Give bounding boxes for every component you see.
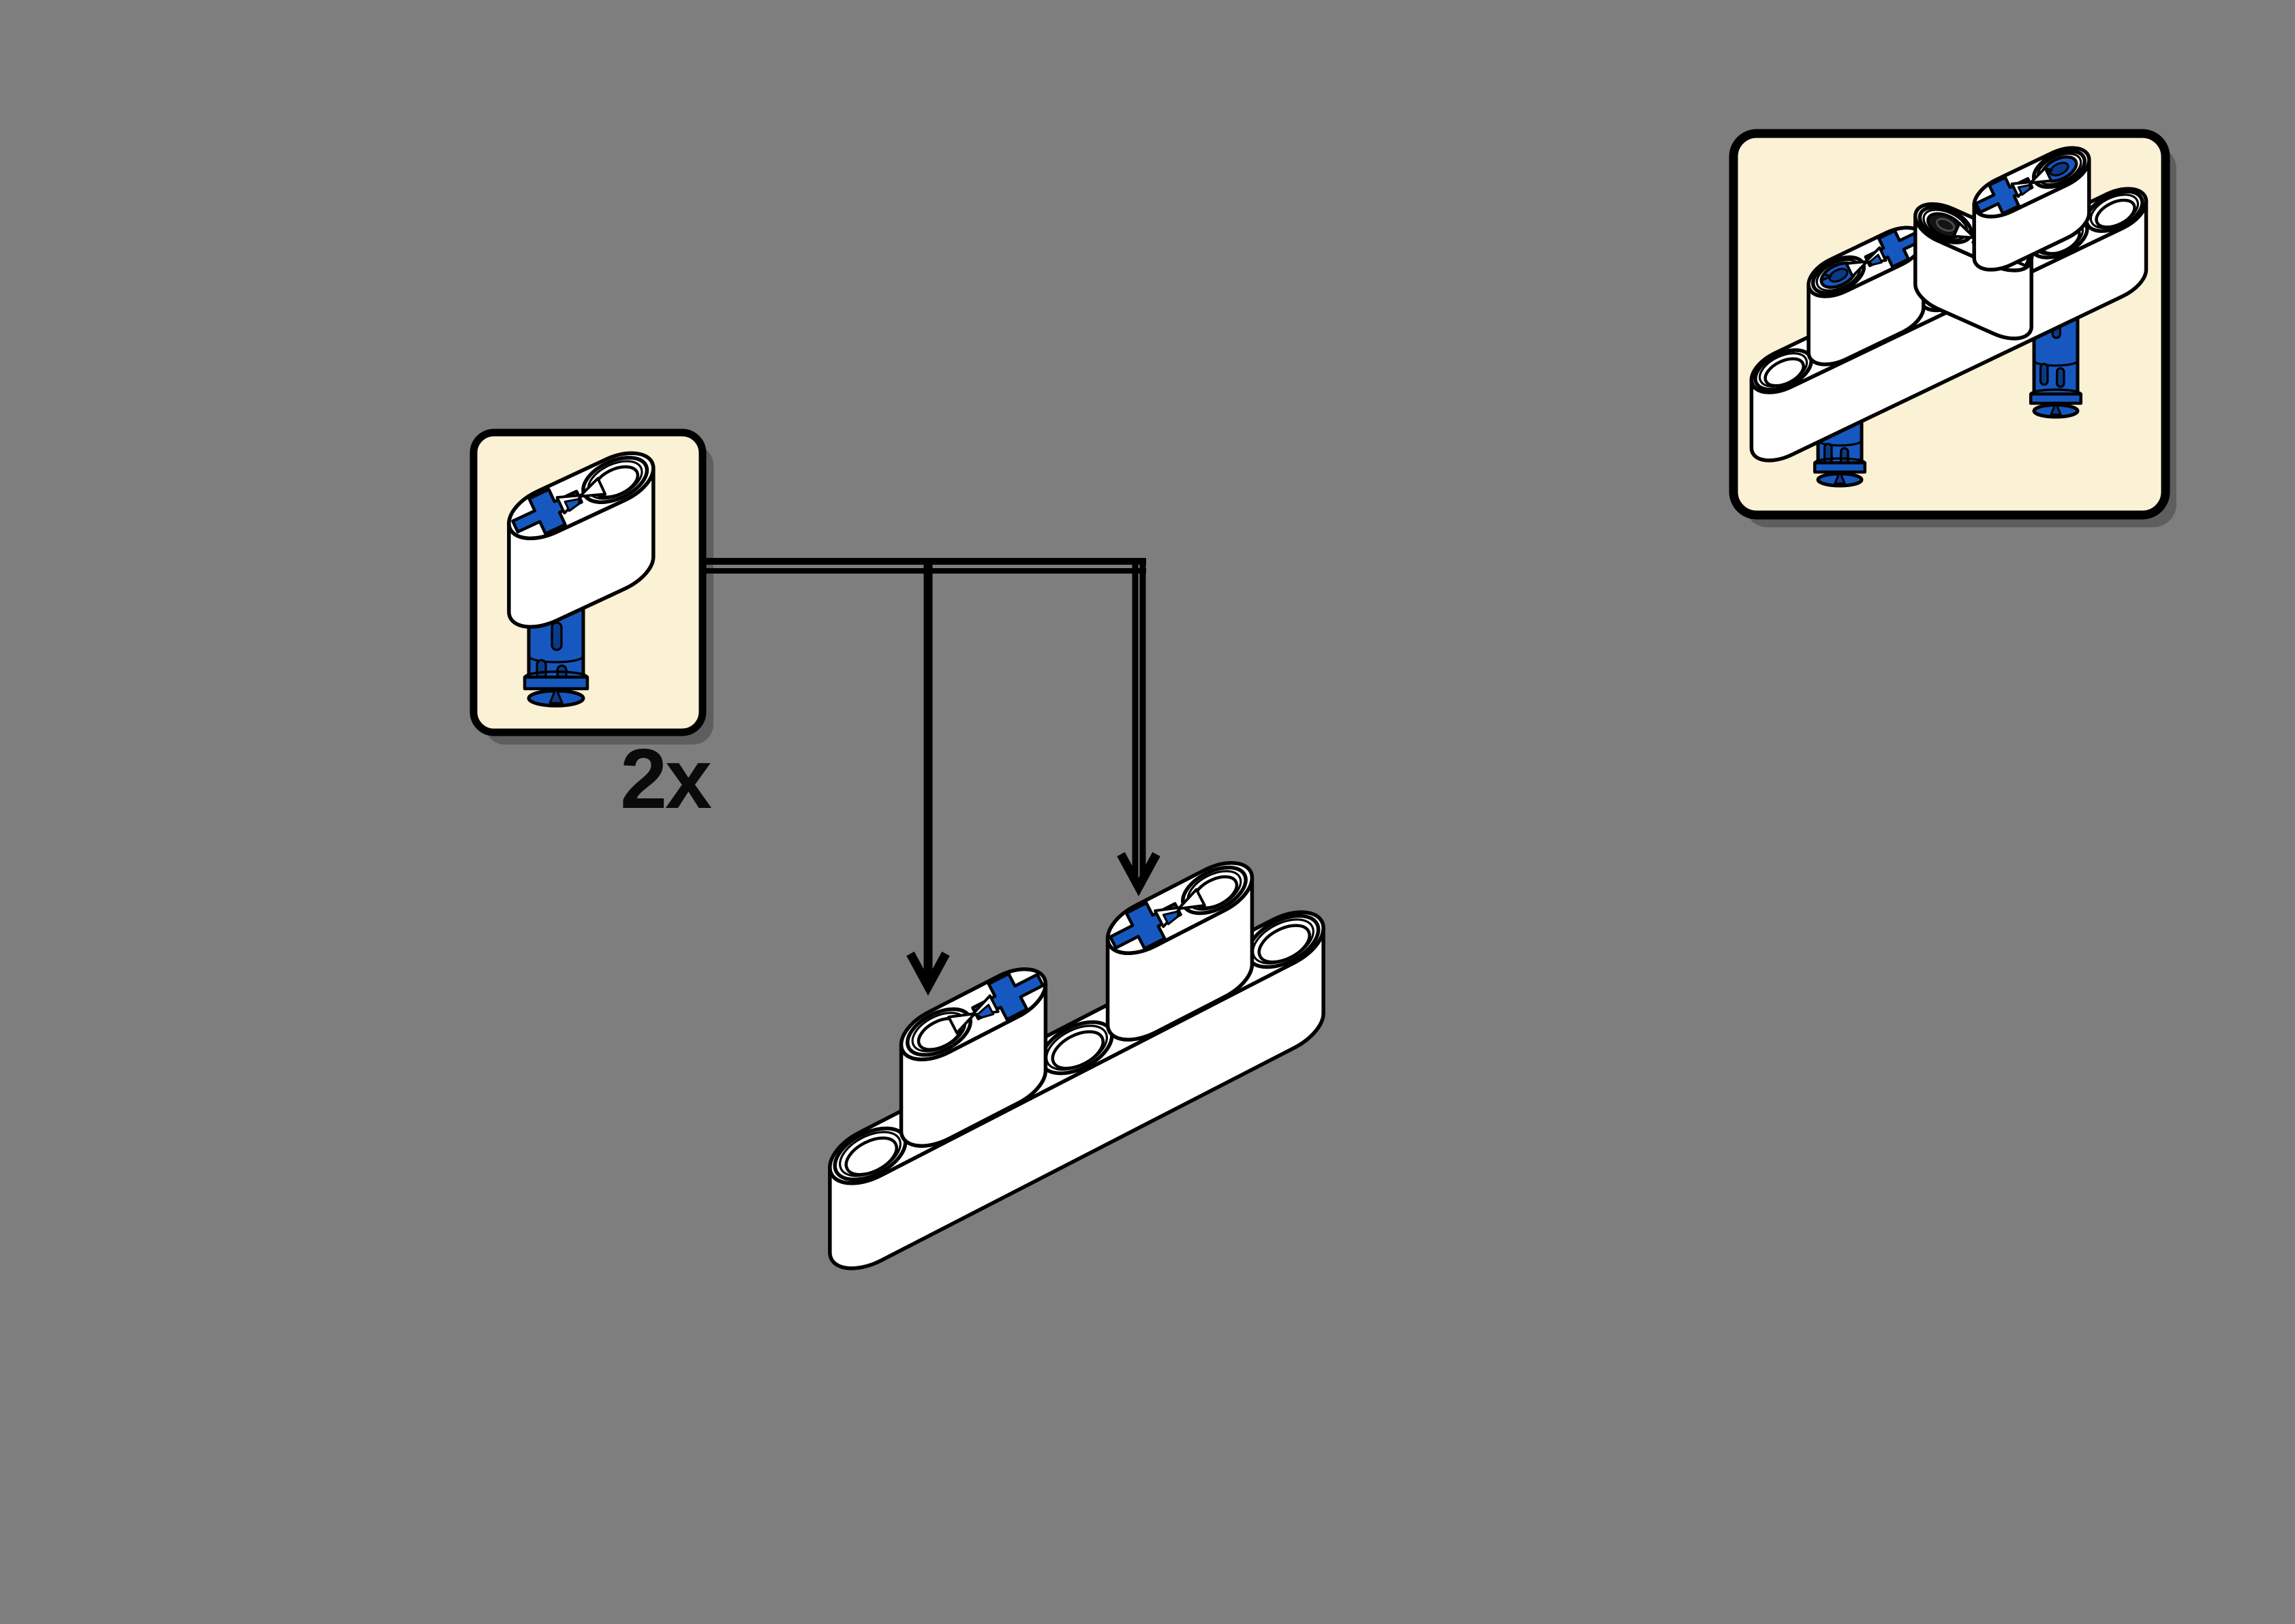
preview-blue-pin-1-flange-rim — [1815, 458, 1865, 463]
callout-blue-axle-pin-tip-slit — [550, 688, 562, 703]
preview-liftarm-2-notch-a — [1954, 223, 1977, 245]
placed-liftarm-1 — [857, 958, 1090, 1157]
callout-white-liftarm-notch-b — [576, 478, 605, 504]
submodel-preview-assembly — [1718, 140, 2180, 486]
preview-white-beam-7-hole-1-bore — [1761, 354, 1807, 392]
preview-blue-pin-2-seam — [2034, 360, 2078, 365]
preview-liftarm-1-pin-hole-pin-slit — [1819, 272, 1831, 281]
placed-liftarm-2 — [1064, 852, 1296, 1051]
submodel-preview — [1718, 129, 2180, 527]
quantity-label: 2x — [620, 732, 712, 826]
callout-blue-axle-pin — [525, 602, 587, 706]
placed-liftarm-2-axle-flange — [1163, 908, 1182, 924]
white-beam-7-hole-1-bore — [840, 1131, 902, 1183]
placed-liftarm-1-notch-a — [949, 1005, 979, 1033]
arrowhead-icon-1 — [906, 951, 950, 996]
callout-blue-axle-pin-seam — [529, 656, 583, 662]
preview-liftarm-3-axle-flange — [2018, 182, 2033, 194]
preview-blue-pin-1-tip-slit — [1835, 471, 1845, 484]
parts-callout: 2x — [467, 428, 714, 826]
callout-blue-axle-pin-flange-rim — [525, 672, 587, 677]
preview-liftarm-3-notch-b — [2027, 168, 2051, 189]
preview-blue-pin-2-flange-rim — [2031, 390, 2081, 394]
preview-white-beam-7-hole-7-bore — [2092, 195, 2138, 233]
preview-blue-pin-2-slot-right — [2057, 369, 2064, 387]
preview-liftarm-1-notch-a — [1847, 255, 1870, 276]
callout-blue-axle-pin-slot-top — [552, 623, 561, 650]
callout-part-liftarm-with-axle-pin — [467, 442, 696, 706]
placed-liftarm-2-notch-b — [1174, 890, 1204, 917]
preview-liftarm-1-axle-flange — [1868, 255, 1882, 267]
preview-liftarm-3 — [1947, 140, 2116, 279]
callout-white-liftarm-axle-flange — [565, 495, 583, 511]
preview-liftarm-1-pin-hole-pin-bore — [1828, 266, 1849, 284]
preview-blue-pin-2-slot-left — [2041, 364, 2048, 384]
preview-liftarm-2-pin-hole-dark-pin-bore — [1935, 217, 1956, 234]
preview-blue-pin-2-tip-slit — [2051, 403, 2061, 415]
placement-arrows — [702, 558, 1160, 996]
main-assembly — [786, 852, 1368, 1280]
preview-liftarm-3-pin-hole-pin-bore — [2048, 160, 2070, 178]
callout-white-liftarm — [467, 442, 696, 638]
arrowhead-icon-2 — [1117, 852, 1160, 896]
white-beam-7-hole-4-bore — [1047, 1025, 1109, 1076]
white-beam-7-hole-7-bore — [1253, 918, 1315, 970]
placed-liftarm-1-axle-flange — [975, 1005, 994, 1021]
preview-liftarm-1 — [1775, 219, 1956, 373]
callout-blue-axle-pin-flange — [525, 677, 587, 689]
